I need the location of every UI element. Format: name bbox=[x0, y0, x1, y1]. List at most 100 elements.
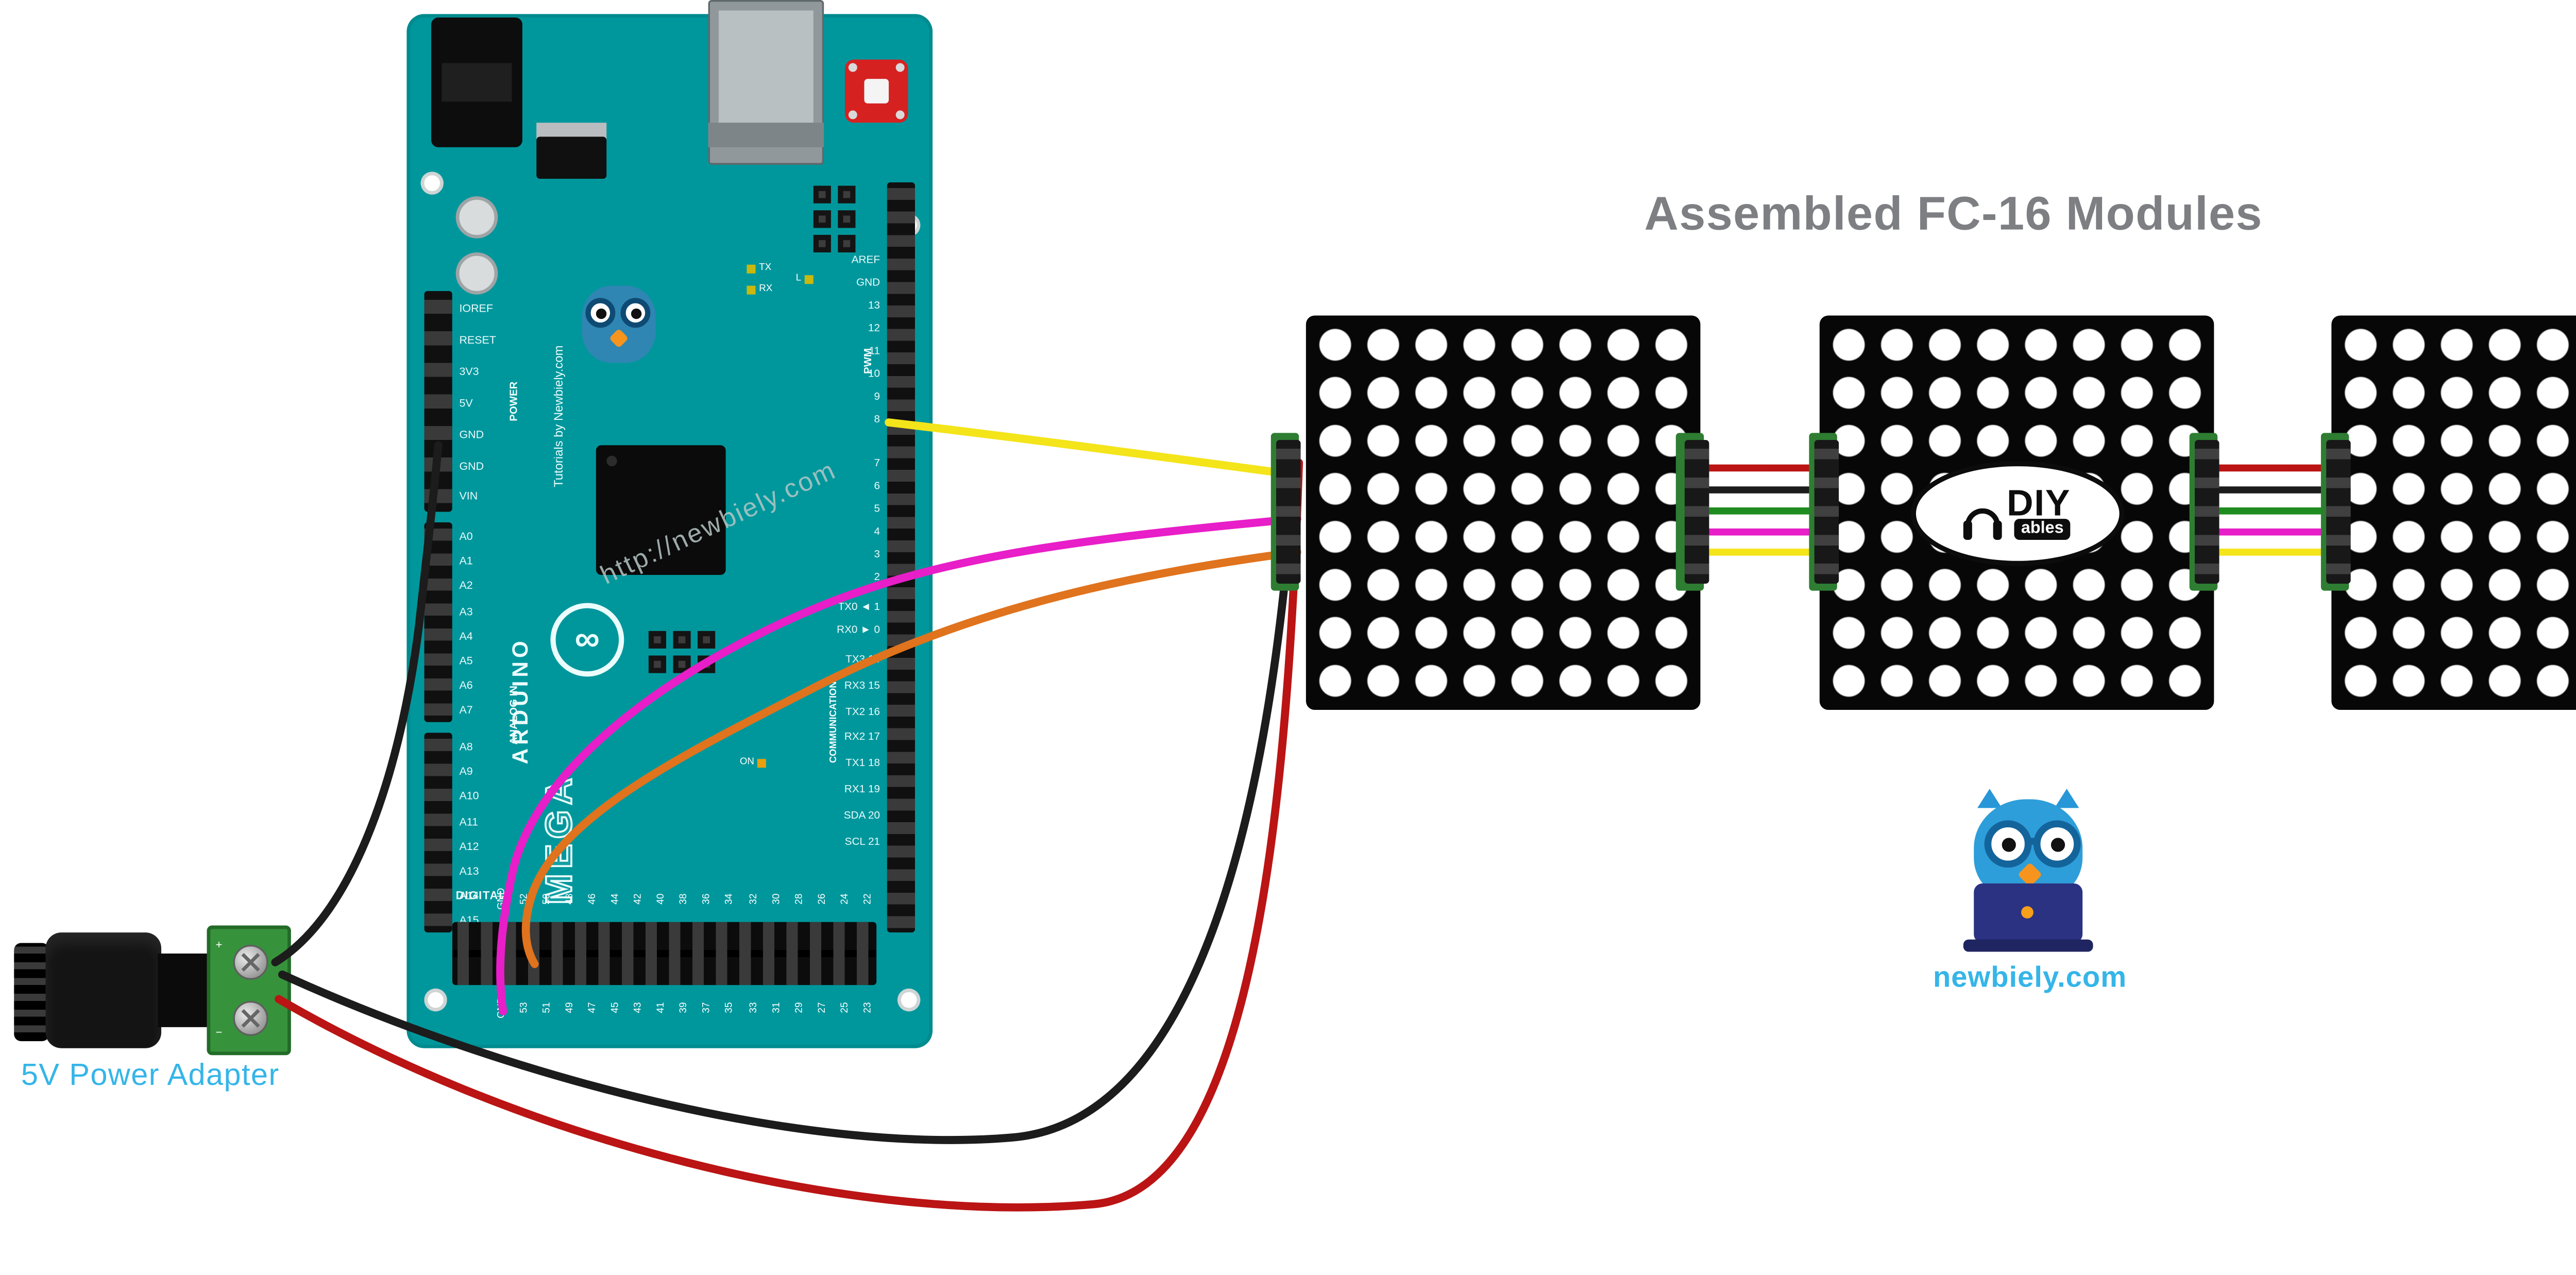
wire-yellow-clk bbox=[885, 418, 1301, 479]
digital-pin-number: 38 bbox=[680, 893, 691, 905]
infinity-glyph: ∞ bbox=[574, 619, 600, 658]
tx-led bbox=[747, 264, 756, 273]
digital-pin-number: 34 bbox=[725, 893, 736, 905]
arduino-infinity-logo: ∞ bbox=[550, 603, 624, 677]
digital-pin-number: 22 bbox=[862, 893, 874, 905]
ribbon-module1-module2 bbox=[1690, 464, 1831, 556]
owl-pupil bbox=[2002, 838, 2016, 852]
analog-pin-labels-low: A0 A1 A2 A3 A4 A5 A6 A7 bbox=[459, 531, 473, 718]
led-dot-grid bbox=[2336, 320, 2576, 705]
power-adapter-plug: + − bbox=[14, 922, 291, 1056]
rx-led-label: RX bbox=[759, 284, 773, 295]
plug-grip-ridges bbox=[14, 943, 49, 1042]
voltage-regulator bbox=[536, 137, 607, 179]
diyables-logo-text: DIY ables bbox=[2007, 485, 2071, 540]
terminal-plus-mark: + bbox=[215, 939, 223, 952]
led-matrix-module-1 bbox=[1306, 315, 1701, 710]
module3-left-connector bbox=[2326, 440, 2351, 584]
digital-pin-number: 28 bbox=[794, 893, 805, 905]
power-jack-opening bbox=[442, 63, 512, 102]
serial-pin-labels: TX0 ◄ 1 RX0 ► 0 bbox=[837, 601, 880, 636]
power-pin-labels: IOREF RESET 3V3 5V GND GND VIN bbox=[459, 303, 496, 504]
laptop-base bbox=[1963, 939, 2093, 952]
owl-ear-tuft bbox=[1977, 789, 2002, 808]
screw-terminal-block: + − bbox=[207, 925, 291, 1056]
ribbon-module2-module3 bbox=[2201, 464, 2342, 556]
mounting-hole bbox=[420, 172, 444, 195]
board-credit-text: Tutorials by Newbiely.com bbox=[554, 345, 567, 487]
icsp-header bbox=[813, 185, 856, 252]
arduino-brand-text: ARDUINO bbox=[508, 637, 533, 764]
l-led-label: L bbox=[795, 273, 802, 284]
owl-ear-tuft bbox=[2054, 789, 2079, 808]
on-led-label: ON bbox=[739, 757, 754, 768]
laptop-screen bbox=[1974, 883, 2083, 943]
reset-button bbox=[845, 59, 908, 123]
comm-pin-labels: TX3 14 RX3 15 TX2 16 RX2 17 TX1 18 RX1 1… bbox=[843, 654, 880, 848]
terminal-minus-mark: − bbox=[215, 1027, 223, 1040]
icsp2-header bbox=[648, 631, 716, 673]
digital-pin-number: 46 bbox=[588, 893, 599, 905]
digital-pin-number: 32 bbox=[748, 893, 759, 905]
reset-button-cap bbox=[864, 79, 889, 104]
digital-pin-number: 39 bbox=[680, 1002, 691, 1014]
usb-port-face bbox=[719, 10, 814, 123]
digital-pin-number: 45 bbox=[611, 1002, 622, 1014]
led-dot-grid bbox=[1311, 320, 1696, 705]
digital-pin-number: 29 bbox=[794, 1002, 805, 1014]
usb-port-band bbox=[708, 123, 824, 147]
analog-pin-header-low bbox=[424, 522, 452, 722]
digital-pin-number: 37 bbox=[703, 1002, 714, 1014]
l-led-row: L bbox=[796, 274, 814, 284]
communication-section-label: COMMUNICATION bbox=[829, 681, 840, 763]
owl-sticker-eye bbox=[585, 298, 616, 328]
plug-body bbox=[45, 932, 162, 1048]
board-model-text: MEGA bbox=[539, 772, 581, 906]
led-matrix-module-2: DIY ables bbox=[1819, 315, 2214, 710]
digital-pin-number: 51 bbox=[543, 1002, 553, 1014]
on-led bbox=[757, 758, 767, 767]
digital-pin-number: 48 bbox=[565, 893, 577, 905]
capacitor bbox=[455, 196, 498, 239]
digital-pin-number: 25 bbox=[840, 1002, 851, 1014]
l-led bbox=[804, 274, 814, 283]
digital-pin-number: 42 bbox=[634, 893, 645, 905]
owl-sticker bbox=[580, 277, 657, 368]
digital-pin-number: 44 bbox=[611, 893, 622, 905]
module2-left-connector bbox=[1814, 440, 1839, 584]
rx-led bbox=[747, 284, 756, 294]
newbiely-owl-mascot bbox=[1963, 785, 2097, 954]
digital-pin-number: 52 bbox=[520, 893, 531, 905]
owl-eye bbox=[1984, 820, 2032, 868]
digital-pin-number: 49 bbox=[565, 1002, 577, 1014]
tx-led-label: TX bbox=[759, 263, 772, 274]
newbiely-brand-text: newbiely.com bbox=[1933, 962, 2127, 994]
power-barrel-jack bbox=[431, 18, 522, 147]
digital-pin-number: 36 bbox=[703, 893, 714, 905]
tx-led-row: TX bbox=[747, 263, 772, 274]
owl-pupil bbox=[2050, 838, 2065, 852]
digital-pin-number: 23 bbox=[862, 1002, 874, 1014]
laptop-logo-dot bbox=[2021, 906, 2033, 919]
terminal-screw-positive bbox=[233, 944, 268, 980]
headphones-icon bbox=[1962, 507, 2002, 539]
digital-pin-header bbox=[452, 922, 877, 985]
digital-pin-number: GND bbox=[497, 888, 508, 910]
power-pin-header bbox=[424, 291, 452, 512]
analog-pin-labels-high: A8 A9 A10 A11 A12 A13 A14 A15 bbox=[459, 741, 479, 928]
digital-pin-number: 27 bbox=[817, 1002, 828, 1014]
plug-neck bbox=[158, 953, 211, 1027]
analog-pin-header-high bbox=[424, 733, 452, 933]
arduino-mega-board: IOREF RESET 3V3 5V GND GND VIN POWER A0 … bbox=[406, 0, 933, 1048]
digital-pin-number: 35 bbox=[725, 1002, 736, 1014]
owl-eye bbox=[2033, 820, 2081, 868]
digital-pin-number: 43 bbox=[634, 1002, 645, 1014]
capacitor bbox=[455, 252, 498, 295]
pwm-pin-labels: AREF GND 13 12 11 10 9 8 bbox=[851, 254, 880, 426]
diyables-logo: DIY ables bbox=[1910, 461, 2125, 567]
digital-pin-number: 33 bbox=[748, 1002, 759, 1014]
digital-pin-number: 24 bbox=[840, 893, 851, 905]
digital-pin-number: 47 bbox=[588, 1002, 599, 1014]
